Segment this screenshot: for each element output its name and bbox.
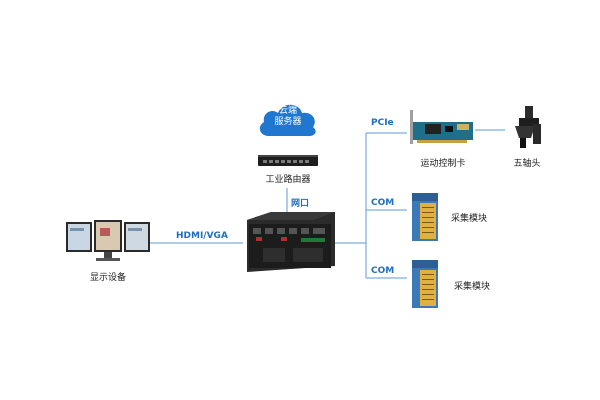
- pcie-card-icon: [410, 110, 473, 144]
- five-axis-head-icon: [515, 106, 541, 148]
- com1-label: COM: [371, 198, 395, 208]
- acquisition-module-1-label: 采集模块: [451, 214, 488, 224]
- io-module-icon: [412, 260, 438, 308]
- monitor-icon: [66, 220, 150, 261]
- motion-control-card-label: 运动控制卡: [420, 159, 466, 169]
- acquisition-module-2-label: 采集模块: [454, 282, 491, 292]
- io-module-icon: [412, 193, 438, 241]
- com2-label: COM: [371, 266, 395, 276]
- five-axis-head-node: 五轴头: [505, 106, 549, 169]
- router-label: 工业路由器: [265, 175, 311, 185]
- motion-control-card-node: 运动控制卡: [407, 110, 479, 169]
- cloud-label-line2: 服务器: [274, 117, 302, 127]
- embedded-computer-icon: [247, 212, 335, 272]
- acquisition-module-1-node: [408, 193, 442, 243]
- cloud-label-line1: 云端: [278, 106, 297, 116]
- pcie-label: PCIe: [371, 118, 394, 128]
- hdmi-vga-label: HDMI/VGA: [176, 231, 228, 241]
- acquisition-module-2-node: [408, 260, 442, 310]
- router-node: 工业路由器: [258, 152, 318, 185]
- controller-node: [243, 212, 335, 274]
- router-icon: [258, 155, 318, 166]
- display-node: 显示设备: [66, 220, 150, 283]
- cloud-server-node: 云端 服务器: [255, 96, 321, 140]
- cloud-icon: [259, 104, 316, 137]
- display-label: 显示设备: [89, 273, 126, 283]
- five-axis-head-label: 五轴头: [513, 159, 541, 169]
- network-port-label: 网口: [291, 199, 310, 209]
